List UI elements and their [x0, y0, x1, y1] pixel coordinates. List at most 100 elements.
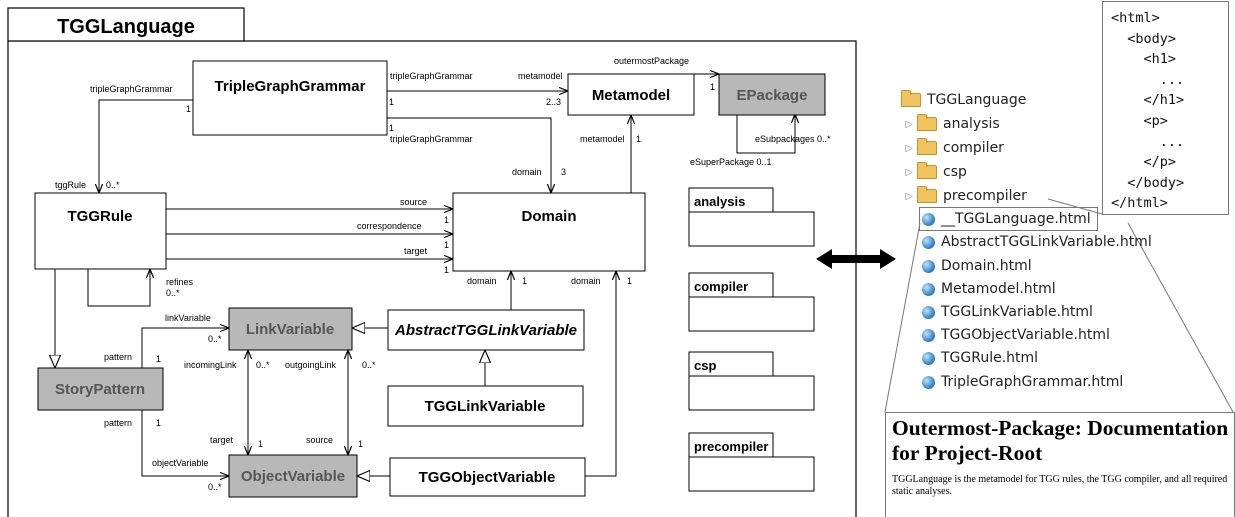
tree-file[interactable]: TripleGraphGrammar.html [920, 371, 1123, 393]
multiplicity-label: 1 [444, 265, 449, 275]
tree-file-label: TGGRule.html [941, 350, 1039, 366]
double-arrow-icon [816, 249, 896, 269]
class-name: Domain [521, 208, 576, 225]
tree-file[interactable]: Domain.html [920, 255, 1032, 277]
tree-folder-label: compiler [943, 140, 1004, 156]
multiplicity-label: 1 [636, 134, 641, 144]
package-name: precompiler [694, 439, 768, 454]
folder-icon [917, 138, 937, 155]
class-link-variable[interactable]: LinkVariable [228, 307, 353, 351]
class-abstract-tgg-link-variable[interactable]: AbstractTGGLinkVariable [387, 309, 585, 351]
tree-folder-label: analysis [943, 116, 1000, 132]
tree-root[interactable]: TGGLanguage [899, 89, 1026, 111]
tgg-rule-association [99, 100, 193, 193]
class-name: TripleGraphGrammar [215, 78, 366, 95]
class-triple-graph-grammar[interactable]: TripleGraphGrammar [192, 60, 388, 136]
class-tgg-object-variable[interactable]: TGGObjectVariable [389, 457, 586, 497]
class-story-pattern[interactable]: StoryPattern [37, 367, 164, 411]
expand-icon[interactable]: ▷ [905, 118, 913, 130]
role-label: domain [571, 276, 601, 286]
expand-icon[interactable]: ▷ [905, 142, 913, 154]
multiplicity-label: 1 [358, 439, 363, 449]
tree-file-label: AbstractTGGLinkVariable.html [941, 234, 1152, 250]
esubpackages-association [737, 114, 795, 154]
expand-icon[interactable]: ▷ [905, 190, 913, 202]
role-label: tripleGraphGrammar [390, 71, 473, 81]
tree-folder-label: csp [943, 164, 967, 180]
tree-folder[interactable]: ▷ compiler [903, 137, 1004, 159]
tree-file-label: TGGLinkVariable.html [941, 304, 1093, 320]
doc-text: TGGLanguage is the metamodel for TGG rul… [892, 474, 1228, 497]
role-label: pattern [104, 352, 132, 362]
multiplicity-label: 1 [156, 354, 161, 364]
role-label: eSuperPackage 0..1 [690, 157, 772, 167]
tov-domain-association [585, 271, 616, 477]
role-label: metamodel [580, 134, 625, 144]
class-name: TGGRule [67, 208, 132, 225]
tree-file[interactable]: TGGLinkVariable.html [920, 301, 1093, 323]
multiplicity-label: 1 [156, 418, 161, 428]
package-compiler[interactable]: compiler [688, 272, 815, 332]
role-label: linkVariable [165, 313, 211, 323]
tree-root-label: TGGLanguage [927, 92, 1027, 108]
tree-file[interactable]: TGGObjectVariable.html [920, 324, 1110, 346]
html-file-icon [922, 305, 935, 319]
package-name: analysis [694, 194, 745, 209]
multiplicity-label: 1 [522, 276, 527, 286]
multiplicity-label: 0..* [362, 360, 376, 370]
folder-icon [917, 114, 937, 131]
tree-folder[interactable]: ▷ analysis [903, 113, 1000, 135]
multiplicity-label: 0..* [208, 334, 222, 344]
class-tgg-rule[interactable]: TGGRule [34, 192, 167, 270]
class-tgg-link-variable[interactable]: TGGLinkVariable [387, 385, 584, 427]
multiplicity-label: 1 [186, 104, 191, 114]
class-metamodel[interactable]: Metamodel [567, 73, 695, 116]
class-name: TGGLinkVariable [425, 398, 546, 415]
folder-icon [917, 186, 937, 203]
tree-folder[interactable]: ▷ precompiler [903, 185, 1027, 207]
role-label: objectVariable [152, 458, 208, 468]
class-name: AbstractTGGLinkVariable [394, 322, 577, 339]
pattern-objectvariable-association [142, 410, 229, 476]
folder-open-icon [901, 90, 921, 107]
role-label: outgoingLink [285, 360, 337, 370]
html-code-callout: <html> <body> <h1> ... </h1> <p> ... </p… [1102, 1, 1229, 215]
class-epackage[interactable]: EPackage [718, 73, 826, 116]
multiplicity-label: 1 [389, 97, 394, 107]
package-analysis[interactable]: analysis [688, 187, 815, 247]
tree-file-label: Metamodel.html [941, 281, 1056, 297]
package-title: TGGLanguage [57, 16, 195, 38]
role-label: refines [166, 277, 194, 287]
role-label: domain [512, 167, 542, 177]
class-name: LinkVariable [246, 321, 334, 338]
package-csp[interactable]: csp [688, 351, 815, 411]
package-frame [7, 40, 857, 517]
role-label: pattern [104, 418, 132, 428]
html-file-icon [922, 351, 935, 365]
role-label: source [306, 435, 333, 445]
tree-file[interactable]: TGGRule.html [920, 347, 1038, 369]
role-label: target [210, 435, 234, 445]
tree-file[interactable]: Metamodel.html [920, 278, 1056, 300]
role-label: target [404, 246, 428, 256]
multiplicity-label: 2..3 [546, 97, 561, 107]
class-domain[interactable]: Domain [452, 192, 646, 272]
html-file-icon [922, 282, 935, 296]
multiplicity-label: 0..* [256, 360, 270, 370]
package-tab [7, 7, 245, 42]
tree-file-selected[interactable]: __TGGLanguage.html [919, 207, 1098, 231]
tree-file-label: TripleGraphGrammar.html [941, 374, 1124, 390]
package-precompiler[interactable]: precompiler [688, 432, 815, 492]
tree-folder[interactable]: ▷ csp [903, 161, 967, 183]
multiplicity-label: 0..* [208, 482, 222, 492]
class-object-variable[interactable]: ObjectVariable [228, 454, 358, 498]
multiplicity-label: 1 [389, 123, 394, 133]
class-name: TGGObjectVariable [419, 469, 556, 486]
file-tree: TGGLanguage ▷ analysis ▷ compiler ▷ csp … [895, 89, 1152, 399]
tree-file-label: TGGObjectVariable.html [941, 327, 1110, 343]
multiplicity-label: 0..* [106, 180, 120, 190]
expand-icon[interactable]: ▷ [905, 166, 913, 178]
tree-file[interactable]: AbstractTGGLinkVariable.html [920, 231, 1152, 253]
multiplicity-label: 1 [710, 82, 715, 92]
html-file-icon [922, 375, 935, 389]
